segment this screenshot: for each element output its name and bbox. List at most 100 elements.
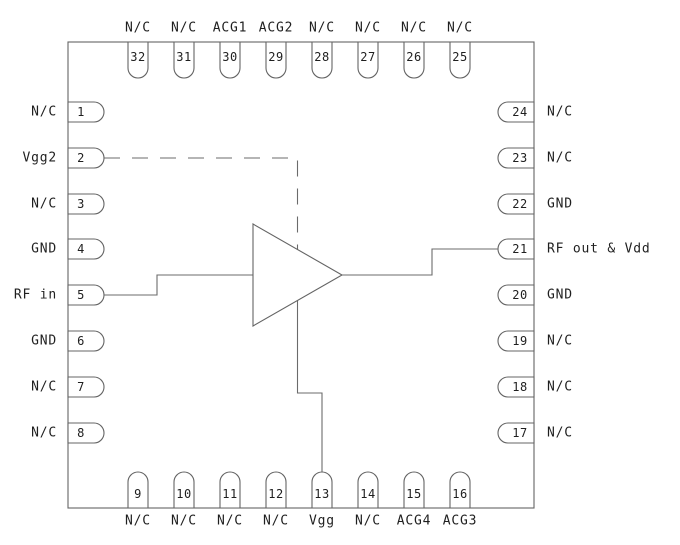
pin-2-label: Vgg2: [22, 151, 57, 166]
pin-29-number: 29: [268, 50, 283, 64]
pin-9-label: N/C: [125, 514, 151, 529]
pin-14: 14N/C: [355, 471, 381, 529]
pin-19-shape: [497, 330, 535, 352]
pin-15-label: ACG4: [397, 514, 432, 529]
pin-21: 21 RF out & Vdd: [497, 238, 651, 260]
pin-7-label: N/C: [31, 380, 57, 395]
pin-21-shape: [497, 238, 535, 260]
pin-27: 27 N/C: [355, 21, 381, 79]
pin-22-shape: [497, 193, 535, 215]
pin-5: 5 RF in: [14, 284, 105, 306]
pin-12-number: 12: [268, 487, 283, 501]
pin-6-label: GND: [31, 334, 57, 349]
pin-21-number: 21: [512, 242, 527, 256]
pin-8-number: 8: [77, 426, 85, 440]
pin-11-shape: [219, 471, 241, 509]
pin-4-label: GND: [31, 242, 57, 257]
pin-22-label: GND: [547, 197, 573, 212]
pin-32-number: 32: [130, 50, 145, 64]
pin-10-label: N/C: [171, 514, 197, 529]
pin-9-number: 9: [134, 487, 142, 501]
pin-4: 4 GND: [31, 238, 105, 260]
pin-24: 24 N/C: [497, 101, 573, 123]
pin-15-shape: [403, 471, 425, 509]
pin-23-shape: [497, 147, 535, 169]
pin-18-shape: [497, 376, 535, 398]
pin-7-number: 7: [77, 380, 85, 394]
pin-5-label: RF in: [14, 288, 57, 303]
pin-2-shape: [67, 147, 105, 169]
pin-9-shape: [127, 471, 149, 509]
pin-29-label: ACG2: [259, 21, 294, 36]
pin-23-number: 23: [512, 151, 527, 165]
vgg-wire: [296, 300, 323, 472]
pin-22-number: 22: [512, 197, 527, 211]
pin-12-label: N/C: [263, 514, 289, 529]
pin-29: 29 ACG2: [259, 21, 294, 79]
pin-10-shape: [173, 471, 195, 509]
pin-8: 8N/C: [31, 422, 105, 444]
pin-13-shape: [311, 471, 333, 509]
pin-1-label: N/C: [31, 105, 57, 120]
pin-24-shape: [497, 101, 535, 123]
pin-12: 12N/C: [263, 471, 289, 529]
pin-23: 23 N/C: [497, 147, 573, 169]
pin-24-number: 24: [512, 105, 527, 119]
pin-27-shape: [357, 41, 379, 79]
vgg2-dashed-wire: [104, 157, 299, 250]
pin-17-shape: [497, 422, 535, 444]
pin-32-label: N/C: [125, 21, 151, 36]
pin-9: 9N/C: [125, 471, 151, 529]
pin-27-number: 27: [360, 50, 375, 64]
pin-30-label: ACG1: [213, 21, 248, 36]
pin-6-shape: [67, 330, 105, 352]
pin-18-number: 18: [512, 380, 527, 394]
pin-3: 3N/C: [31, 193, 105, 215]
pin-13-label: Vgg: [309, 514, 335, 529]
pin-28-number: 28: [314, 50, 329, 64]
pin-7: 7 N/C: [31, 376, 105, 398]
pin-4-shape: [67, 238, 105, 260]
pin-11: 11N/C: [217, 471, 242, 529]
pin-14-label: N/C: [355, 514, 381, 529]
pin-13-number: 13: [314, 487, 329, 501]
pin-20-number: 20: [512, 288, 527, 302]
pin-3-label: N/C: [31, 197, 57, 212]
pin-25-label: N/C: [447, 21, 473, 36]
pin-14-shape: [357, 471, 379, 509]
pin-5-number: 5: [77, 288, 85, 302]
pin-5-shape: [67, 284, 105, 306]
pin-19-label: N/C: [547, 334, 573, 349]
rf-in-wire: [104, 274, 253, 296]
pin-17-label: N/C: [547, 426, 573, 441]
pin-12-shape: [265, 471, 287, 509]
pin-16-shape: [449, 471, 471, 509]
pin-21-label: RF out & Vdd: [547, 242, 651, 257]
pin-10-number: 10: [176, 487, 191, 501]
pin-22: 22 GND: [497, 193, 573, 215]
pin-24-label: N/C: [547, 105, 573, 120]
pin-23-label: N/C: [547, 151, 573, 166]
pin-26-label: N/C: [401, 21, 427, 36]
pin-31-shape: [173, 41, 195, 79]
pin-6-number: 6: [77, 334, 85, 348]
pin-27-label: N/C: [355, 21, 381, 36]
pin-32: 32 N/C: [125, 21, 151, 79]
pin-4-number: 4: [77, 242, 85, 256]
pin-28-shape: [311, 41, 333, 79]
pin-20-label: GND: [547, 288, 573, 303]
pin-31-number: 31: [176, 50, 191, 64]
pin-1: 1N/C: [31, 101, 105, 123]
pin-14-number: 14: [360, 487, 375, 501]
pin-28-label: N/C: [309, 21, 335, 36]
